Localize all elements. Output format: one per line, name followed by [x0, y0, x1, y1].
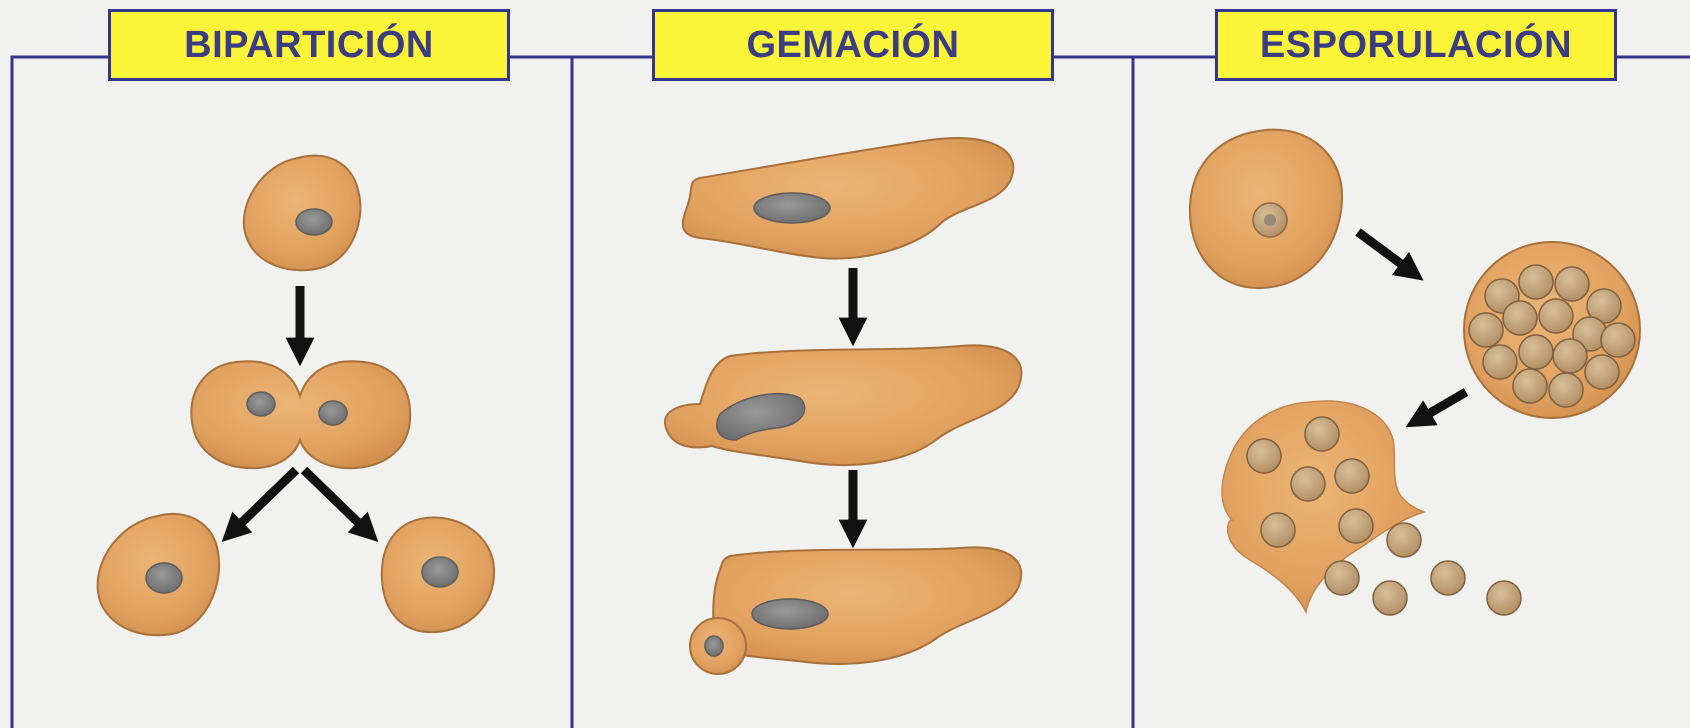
spore-icon — [1502, 300, 1538, 336]
spore-icon — [1554, 266, 1590, 302]
spore-icon — [1586, 288, 1622, 324]
arrow-icon — [300, 466, 379, 543]
spore-icon — [1324, 560, 1360, 596]
dividing-cell — [190, 360, 412, 470]
panel-frames — [10, 55, 1690, 728]
spore-icon — [1518, 264, 1554, 300]
label-esporulacion: ESPORULACIÓN — [1215, 9, 1617, 81]
gemacion-illustration — [664, 137, 1023, 675]
parent-cell — [1188, 128, 1344, 290]
spore-icon — [1290, 466, 1326, 502]
spore-icon — [1486, 580, 1522, 616]
sporangium — [1463, 241, 1641, 419]
spore-icon — [1518, 334, 1554, 370]
spore-icon — [1304, 416, 1340, 452]
parent-cell — [242, 154, 362, 272]
spore-icon — [1260, 512, 1296, 548]
nucleus-icon — [295, 208, 333, 236]
cell-icon — [712, 546, 1023, 665]
releasing-cell — [1221, 400, 1522, 616]
budding-cell — [664, 344, 1023, 467]
spore-icon — [1552, 338, 1588, 374]
label-biparticion: BIPARTICIÓN — [108, 9, 510, 81]
spore-icon — [1372, 580, 1408, 616]
spore-icon — [1246, 438, 1282, 474]
nucleus-icon — [421, 556, 459, 588]
label-gemacion: GEMACIÓN — [652, 9, 1054, 81]
biparticion-illustration — [96, 154, 496, 637]
arrow-icon — [1355, 228, 1424, 281]
released-spores — [1324, 522, 1522, 616]
nucleus-icon — [145, 562, 183, 594]
spore-icon — [1338, 508, 1374, 544]
bud — [689, 617, 747, 675]
arrow-icon — [1405, 388, 1469, 428]
panel-title-gemacion: GEMACIÓN — [746, 23, 960, 66]
nucleus-icon — [318, 400, 348, 426]
spores-inside — [1246, 416, 1374, 548]
spore-icon — [1512, 368, 1548, 404]
spore-icon — [1482, 344, 1518, 380]
cell-icon — [190, 360, 412, 470]
panel-title-biparticion: BIPARTICIÓN — [184, 23, 434, 66]
panel-title-esporulacion: ESPORULACIÓN — [1259, 23, 1573, 66]
spore-icon — [1600, 322, 1636, 358]
arrow-icon — [221, 466, 300, 543]
cell-icon — [664, 344, 1023, 467]
spore-icon — [1430, 560, 1466, 596]
spore-icon — [1538, 298, 1574, 334]
spore-icon — [1334, 458, 1370, 494]
nucleus-icon — [751, 598, 829, 630]
nucleus-icon — [704, 635, 724, 657]
parent-cell — [681, 137, 1015, 260]
spore-icon — [1584, 354, 1620, 390]
spore-icon — [1386, 522, 1422, 558]
budded-cell — [689, 546, 1023, 675]
daughter-cell-right — [380, 516, 496, 634]
spore-icon — [1548, 372, 1584, 408]
esporulacion-illustration — [1188, 128, 1641, 616]
daughter-cell-left — [96, 512, 221, 637]
spore-icon — [1468, 312, 1504, 348]
spore-cluster — [1468, 264, 1636, 408]
cell-icon — [681, 137, 1015, 260]
nucleus-icon — [753, 192, 831, 224]
nucleus-icon — [716, 392, 806, 441]
nucleus-icon — [246, 391, 276, 417]
